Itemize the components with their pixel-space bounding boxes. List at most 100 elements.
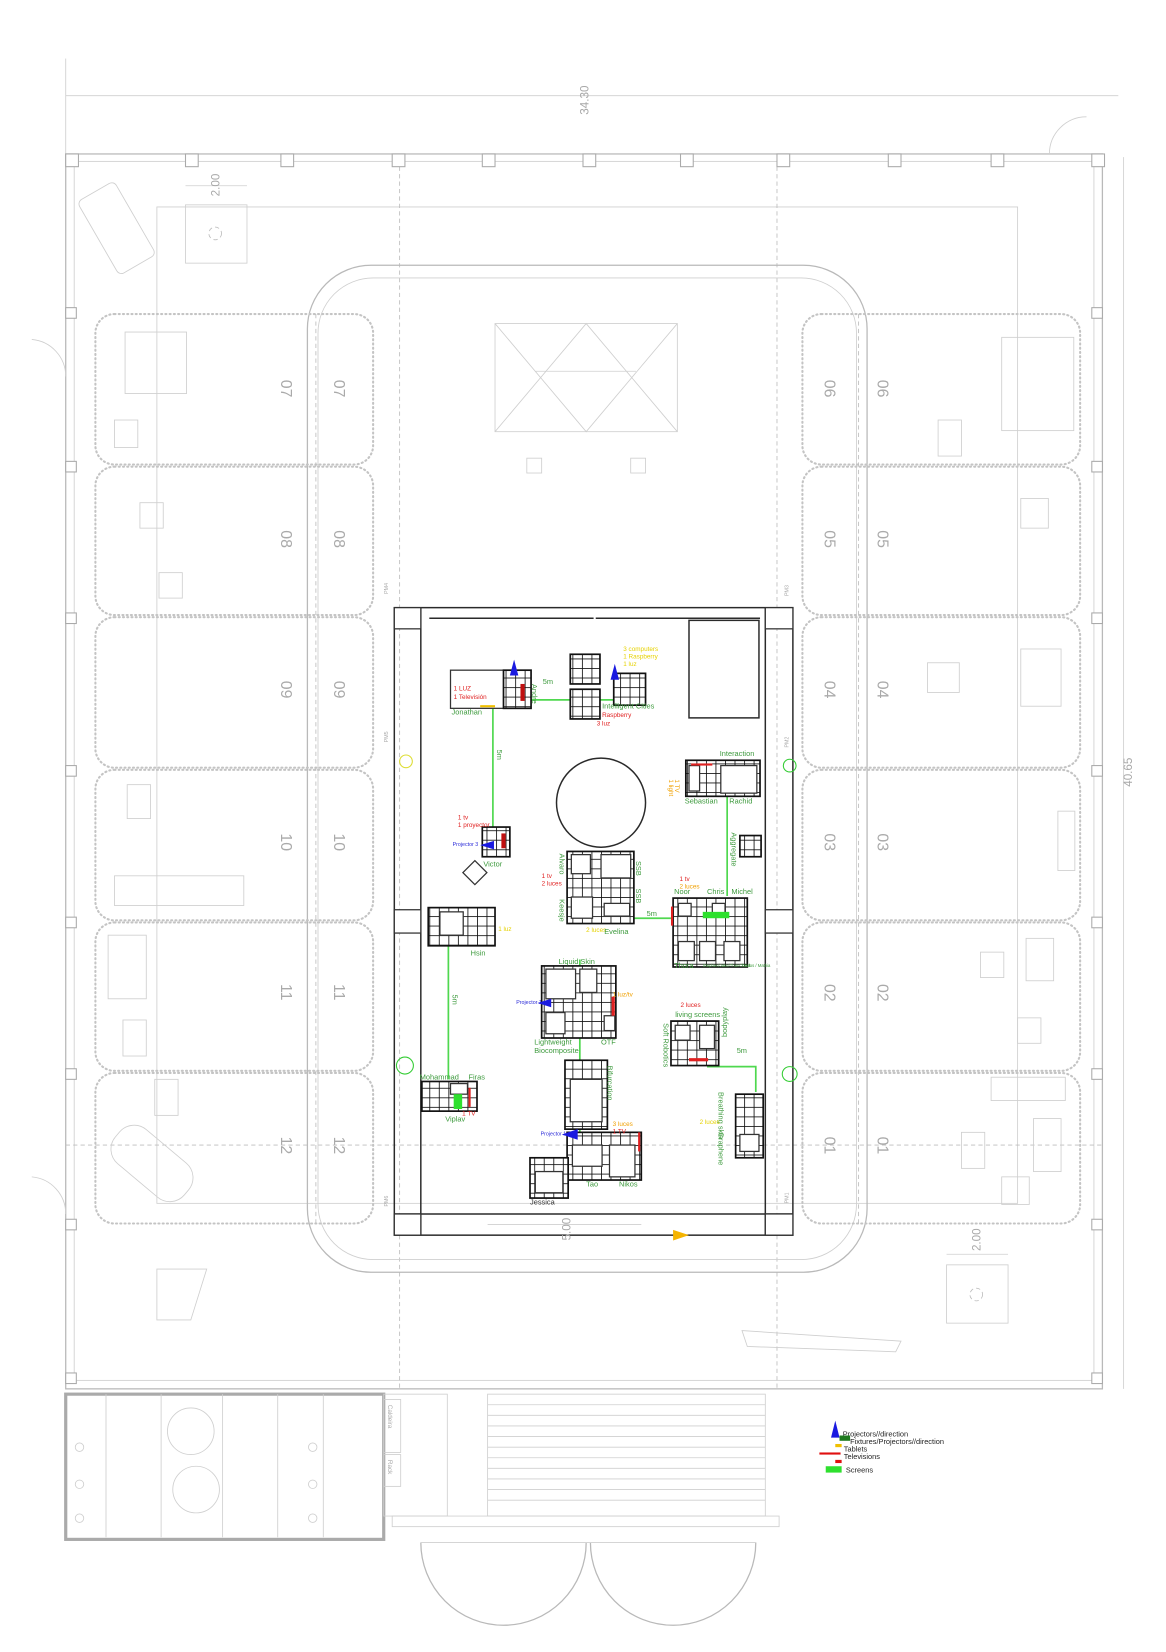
tv-swatch	[819, 1452, 841, 1455]
tablet-swatch	[835, 1443, 842, 1448]
project-label: Interaction	[720, 749, 755, 758]
legend-label: Tablets	[844, 1444, 868, 1453]
bay-label: 03	[821, 833, 838, 851]
bay-label: 05	[874, 530, 891, 548]
projector-icon	[537, 998, 552, 1008]
project-label: bodyplay	[720, 1007, 729, 1037]
note: 2 luces	[681, 1002, 701, 1009]
lower-area	[156, 1268, 902, 1353]
exhibit-tables	[421, 653, 765, 1199]
legend-label: Fixtures/Projectors//direction	[850, 1437, 944, 1446]
bay-label: 02	[874, 984, 891, 1002]
projector-label: Projector 1	[516, 1000, 542, 1006]
note: 2 luces	[700, 1119, 720, 1126]
bay-label: 07	[330, 380, 347, 398]
projector-label: Projector 1	[541, 1132, 567, 1138]
building-outline	[31, 116, 1106, 1390]
project-label: Noor	[674, 887, 691, 896]
bay-label: 11	[277, 984, 294, 1001]
bay-top-left: 2.00	[185, 173, 248, 264]
note: 1 TV	[613, 1128, 627, 1135]
project-label: Michel	[731, 887, 753, 896]
note: 2 luces	[586, 927, 606, 934]
project-label: Evelina	[604, 927, 629, 936]
note: 1 luz	[498, 926, 511, 933]
exhibition-area: 5.00	[393, 606, 798, 1241]
note: 2 luces	[679, 884, 699, 891]
projector-icon	[561, 1129, 578, 1140]
distance-label: 5m	[543, 677, 553, 686]
vehicle-top-left	[78, 182, 155, 274]
bay-label: 09	[330, 681, 347, 699]
entrance-doors	[420, 1542, 757, 1626]
legend: Projectors//direction Fixtures/Projector…	[819, 1420, 944, 1475]
project-label: Tao	[586, 1179, 598, 1188]
pillar-label: PM4	[384, 583, 390, 594]
note: 2 luces	[542, 880, 562, 887]
tv-swatch-small	[835, 1459, 842, 1464]
project-label: Jessica	[530, 1197, 556, 1206]
note: 1 tv	[542, 873, 553, 880]
pillar-label: PM3	[785, 585, 791, 596]
note: Raspberry	[602, 712, 632, 719]
bay-label: 08	[330, 530, 347, 548]
bay-bottom-right: 2.00	[946, 1228, 1009, 1324]
equipment-marks	[453, 659, 730, 1152]
room-label: Rack	[386, 1460, 393, 1475]
bay-label: 08	[277, 530, 294, 548]
bay-label: 04	[821, 681, 838, 699]
project-label: Sebastian	[685, 797, 718, 806]
project-label: OTF	[601, 1037, 616, 1046]
project-labels: 1 LUZ 1 Televisión Jonathan Andre 3 comp…	[420, 646, 771, 1206]
project-label: Hsin	[471, 948, 486, 957]
project-label: Jonathan	[452, 708, 482, 717]
project-label: Victor	[483, 859, 502, 868]
project-label: Graphene	[717, 1132, 726, 1165]
project-label: Breathing skin	[717, 1092, 726, 1139]
project-label: Soft Robotics	[662, 1023, 671, 1067]
bay-label: 01	[874, 1137, 891, 1155]
bay-label: 03	[874, 833, 891, 851]
project-label: Chris	[707, 887, 725, 896]
stairs	[391, 1393, 780, 1528]
note: 1 TV	[462, 1110, 476, 1117]
project-label: Aggregate	[729, 832, 738, 866]
pillar-label: PM2	[785, 737, 791, 748]
note: 1 LUZ	[454, 685, 471, 692]
fixture-swatch	[839, 1435, 851, 1441]
left-bays: 07 07 08 08 09 09 10 10 11 11 12 12	[94, 312, 375, 1225]
bay-label: 11	[330, 984, 347, 1001]
project-label: Mohammad	[420, 1072, 459, 1081]
project-label: living screens	[675, 1010, 720, 1019]
project-label: Thora	[674, 961, 694, 970]
bay-label: 02	[821, 984, 838, 1002]
note: 1 luz/tv	[613, 992, 634, 999]
bay-label: 10	[330, 833, 347, 851]
project-label: Stephen/Jake/ThanChrist	[703, 963, 751, 968]
bay-label: 12	[277, 1137, 294, 1155]
bay-label: 06	[821, 380, 838, 398]
note: 3 luz	[597, 720, 610, 727]
note: 1 Raspberry	[623, 654, 658, 661]
project-label: Nikos	[619, 1179, 638, 1188]
dimension-height: 40.65	[1122, 157, 1135, 1389]
bay-label: 09	[277, 681, 294, 699]
note: 1 tv	[679, 876, 690, 883]
note: 1 Televisión	[454, 694, 488, 701]
note: 3 luces	[613, 1121, 633, 1128]
height-label: 40.65	[1122, 758, 1135, 787]
note: 1 tv	[458, 815, 469, 822]
legend-label: Projectors//direction	[843, 1430, 908, 1439]
project-label: Lightweight	[534, 1037, 571, 1046]
room-label: Caldeira	[386, 1405, 393, 1429]
project-label: Viplav	[445, 1115, 465, 1124]
bay-dimension-bottom: 2.00	[971, 1228, 984, 1251]
bay-label: 01	[821, 1137, 838, 1155]
center-round-table	[555, 757, 647, 848]
project-label: SSB	[634, 889, 643, 904]
projector-icon	[509, 659, 519, 676]
center-dimension: 5.00	[560, 1217, 573, 1240]
legend-label: Televisions	[844, 1452, 881, 1461]
project-label: Biocomposite	[534, 1046, 578, 1055]
